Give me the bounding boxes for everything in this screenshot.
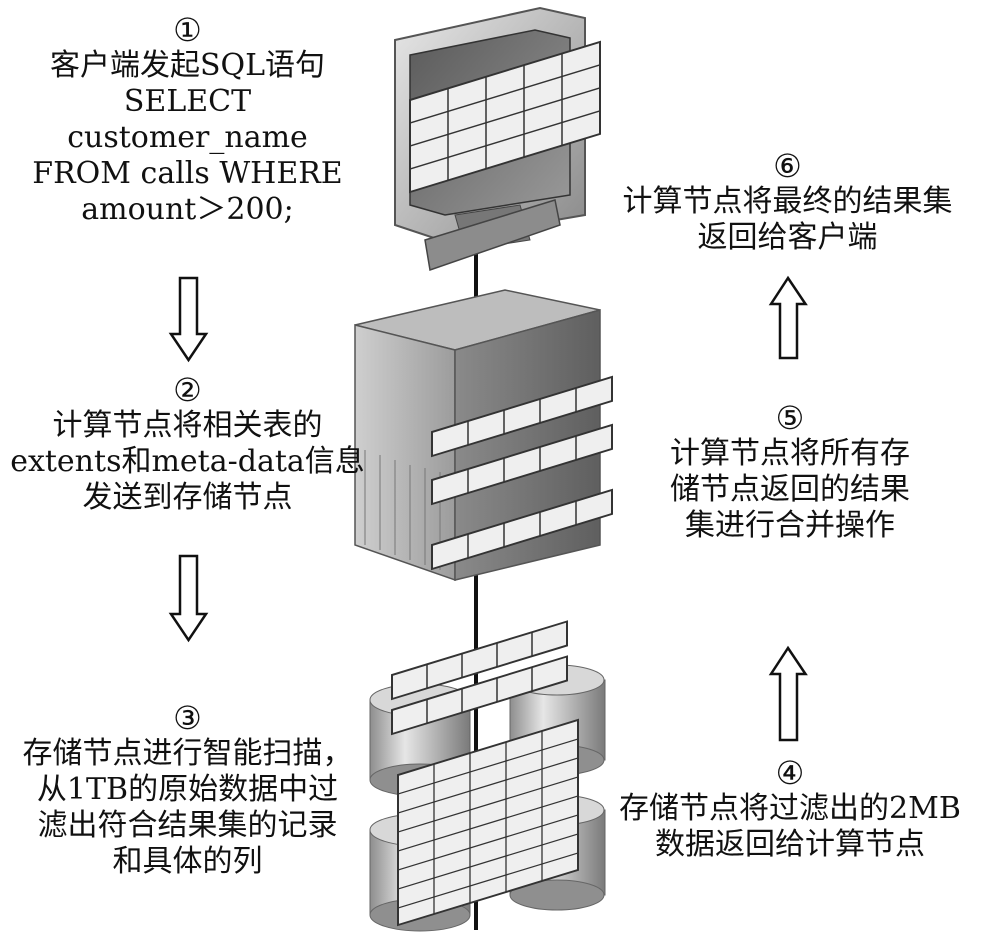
step-1-line: customer_name bbox=[67, 120, 308, 155]
step-1-line: SELECT bbox=[123, 84, 252, 119]
step-1-line: 客户端发起SQL语句 bbox=[49, 48, 326, 83]
step-3-text: ③ 存储节点进行智能扫描， 从1TB的原始数据中过 滤出符合结果集的记录 和具体… bbox=[5, 700, 370, 880]
down-arrow-icon bbox=[168, 554, 209, 643]
step-4-line: 存储节点将过滤出的2MB bbox=[619, 791, 961, 826]
step-5-line: 计算节点将所有存 bbox=[670, 436, 910, 471]
step-6-line: 返回给客户端 bbox=[697, 220, 878, 255]
step-1-number: ① bbox=[173, 11, 202, 49]
step-1-line: amount＞200; bbox=[81, 192, 294, 227]
step-5-number: ⑤ bbox=[775, 399, 805, 437]
step-2-line: 计算节点将相关表的 bbox=[52, 408, 323, 443]
step-2-line: 发送到存储节点 bbox=[82, 480, 293, 515]
storage-table-strips bbox=[391, 620, 568, 736]
server-table-strips bbox=[431, 375, 613, 571]
step-3-line: 和具体的列 bbox=[112, 844, 263, 879]
step-3-number: ③ bbox=[173, 699, 202, 737]
step-2-number: ② bbox=[173, 371, 202, 409]
step-3-line: 存储节点进行智能扫描， bbox=[22, 736, 353, 771]
step-1-text: ① 客户端发起SQL语句 SELECT customer_name FROM c… bbox=[10, 12, 365, 228]
step-4-number: ④ bbox=[775, 754, 805, 792]
step-4-text: ④ 存储节点将过滤出的2MB 数据返回给计算节点 bbox=[600, 755, 980, 863]
step-6-line: 计算节点将最终的结果集 bbox=[622, 184, 953, 219]
step-2-text: ② 计算节点将相关表的 extents和meta-data信息 发送到存储节点 bbox=[5, 372, 370, 516]
step-1-line: FROM calls WHERE bbox=[32, 156, 343, 191]
up-arrow-icon bbox=[768, 275, 808, 360]
step-5-line: 集进行合并操作 bbox=[685, 508, 895, 543]
storage-table-icon bbox=[397, 718, 579, 927]
step-5-line: 储节点返回的结果 bbox=[670, 472, 910, 507]
step-2-line: extents和meta-data信息 bbox=[10, 444, 365, 479]
step-3-line: 从1TB的原始数据中过 bbox=[36, 772, 339, 807]
monitor-table-icon bbox=[409, 40, 601, 194]
step-4-line: 数据返回给计算节点 bbox=[655, 827, 925, 862]
step-5-text: ⑤ 计算节点将所有存 储节点返回的结果 集进行合并操作 bbox=[625, 400, 955, 544]
down-arrow-icon bbox=[168, 276, 209, 363]
up-arrow-icon bbox=[768, 645, 808, 742]
step-6-text: ⑥ 计算节点将最终的结果集 返回给客户端 bbox=[600, 148, 975, 256]
step-6-number: ⑥ bbox=[773, 147, 802, 185]
step-3-line: 滤出符合结果集的记录 bbox=[37, 808, 338, 843]
